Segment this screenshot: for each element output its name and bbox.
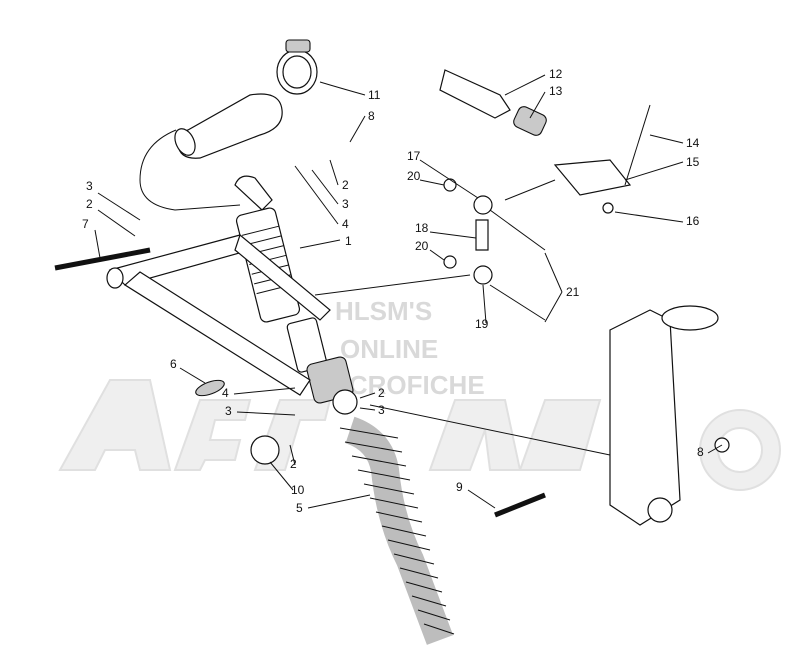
callout-21: 21 <box>566 285 580 299</box>
watermark-line-1: HLSM'S <box>335 296 432 326</box>
bolts <box>54 247 730 518</box>
callout-11: 11 <box>368 88 381 102</box>
coil-spring <box>339 416 455 645</box>
watermark-line-2: ONLINE <box>340 334 438 364</box>
callout-4: 4 <box>342 217 349 231</box>
callout-labels: 1 2 2 2 2 3 3 3 3 4 4 5 6 7 8 8 9 10 11 … <box>82 67 704 515</box>
callout-10: 10 <box>291 483 305 497</box>
callout-18: 18 <box>415 221 429 235</box>
callout-15: 15 <box>686 155 700 169</box>
spindle-housing <box>609 305 719 526</box>
callout-3: 3 <box>342 197 349 211</box>
callout-leaders <box>94 74 723 509</box>
callout-2: 2 <box>378 386 385 400</box>
callout-8: 8 <box>368 109 375 123</box>
callout-3: 3 <box>378 403 385 417</box>
callout-3: 3 <box>225 404 232 418</box>
callout-4: 4 <box>222 386 229 400</box>
suspension-arm <box>106 233 331 396</box>
callout-2: 2 <box>290 457 297 471</box>
callout-17: 17 <box>407 149 421 163</box>
callout-12: 12 <box>549 67 563 81</box>
callout-7: 7 <box>82 217 89 231</box>
watermark-logo <box>58 379 781 491</box>
callout-13: 13 <box>549 84 563 98</box>
callout-2: 2 <box>342 178 349 192</box>
callout-1: 1 <box>345 234 352 248</box>
callout-5: 5 <box>296 501 303 515</box>
callout-16: 16 <box>686 214 700 228</box>
sway-bar-link <box>439 69 651 321</box>
callout-20: 20 <box>415 239 429 253</box>
callout-20: 20 <box>407 169 421 183</box>
reservoir-canister <box>139 39 318 211</box>
callout-6: 6 <box>170 357 177 371</box>
callout-14: 14 <box>686 136 700 150</box>
assembly-arrows <box>314 179 611 456</box>
callout-8: 8 <box>697 445 704 459</box>
callout-2: 2 <box>86 197 93 211</box>
callout-3: 3 <box>86 179 93 193</box>
callout-9: 9 <box>456 480 463 494</box>
callout-19: 19 <box>475 317 489 331</box>
